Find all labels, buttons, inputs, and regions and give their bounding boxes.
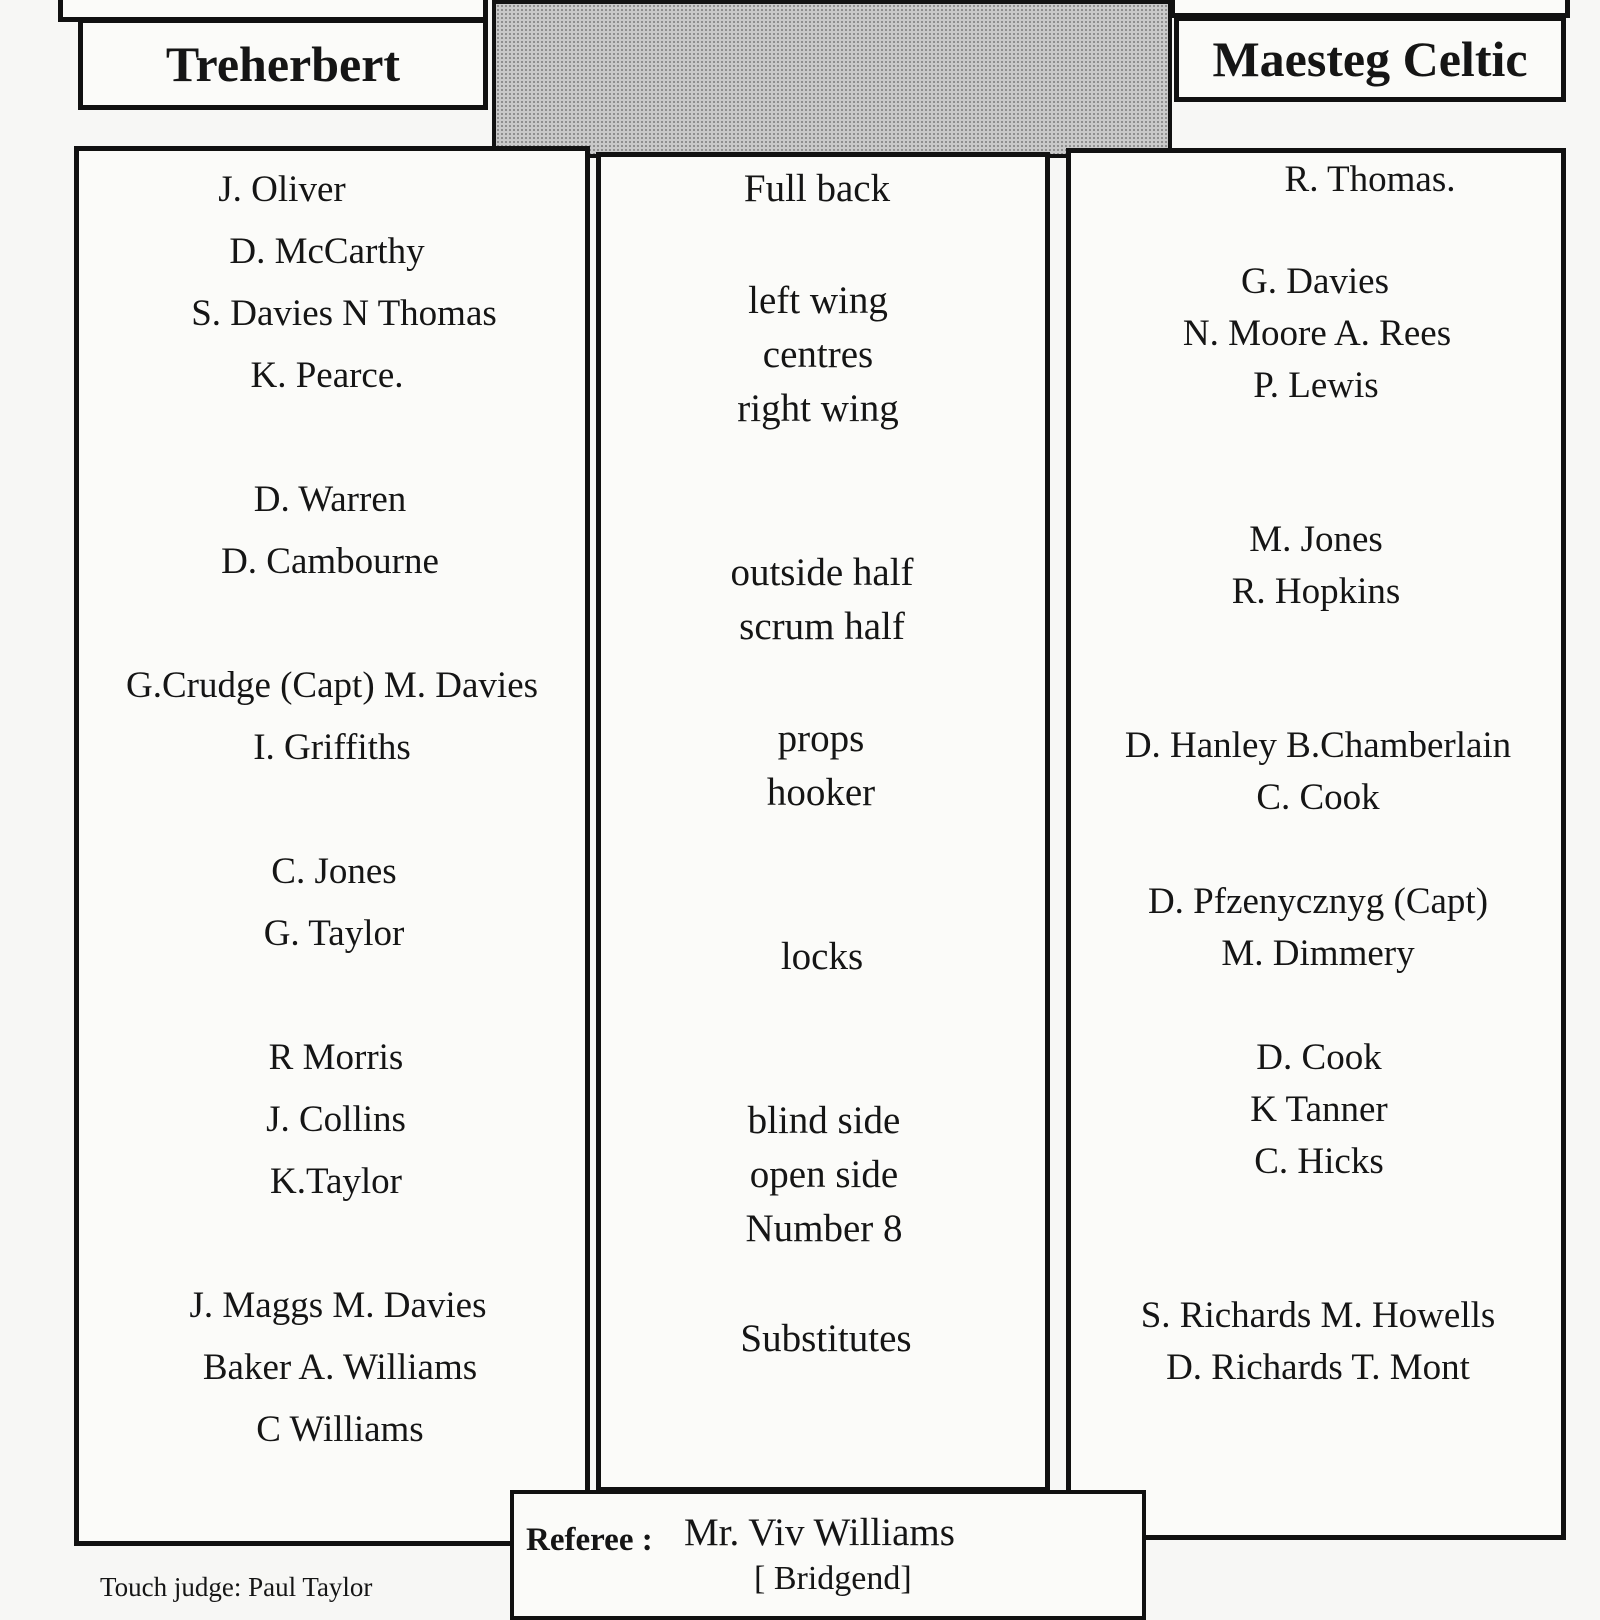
position-label: Number 8 (745, 1207, 903, 1250)
away-team-title: Maesteg Celtic (1212, 31, 1528, 87)
shaded-header-panel (492, 0, 1172, 158)
home-player-line: R Morris (268, 1037, 404, 1078)
home-player-line: D. Warren (253, 479, 407, 520)
away-player-line: G. Davies (1241, 261, 1389, 302)
position-label: right wing (737, 387, 899, 430)
home-player-line: J. Collins (266, 1099, 406, 1140)
position-label: scrum half (739, 605, 905, 648)
away-player-line: D. Hanley B.Chamberlain (1124, 725, 1512, 766)
referee-label: Referee : (526, 1522, 653, 1558)
away-player-line: M. Jones (1249, 519, 1383, 560)
away-team-title-box: Maesteg Celtic (1174, 16, 1566, 102)
position-label: blind side (747, 1099, 901, 1142)
away-player-line: K Tanner (1250, 1089, 1388, 1130)
home-player-line: D. McCarthy (229, 231, 425, 272)
position-label: locks (780, 935, 864, 978)
away-player-line: R. Hopkins (1231, 571, 1401, 612)
position-label: centres (762, 333, 874, 376)
referee-box: Referee : Mr. Viv Williams [ Bridgend] (510, 1490, 1146, 1620)
away-player-line: R. Thomas. (1284, 159, 1456, 200)
home-lineup-column (74, 146, 590, 1546)
position-label: Full back (743, 167, 891, 210)
home-player-line: C Williams (256, 1409, 424, 1450)
home-player-line: Baker A. Williams (202, 1347, 478, 1388)
away-player-line: D. Pfzenycznyg (Capt) (1147, 881, 1489, 922)
position-label: outside half (730, 551, 914, 594)
away-player-line: D. Cook (1256, 1037, 1382, 1078)
referee-club: [ Bridgend] (754, 1560, 912, 1597)
touch-judge: Touch judge: Paul Taylor (100, 1572, 373, 1602)
away-player-line: S. Richards M. Howells (1140, 1295, 1496, 1336)
home-player-line: I. Griffiths (253, 727, 411, 768)
home-player-line: C. Jones (271, 851, 397, 892)
home-player-line: G.Crudge (Capt) M. Davies (125, 665, 539, 706)
position-label: hooker (766, 771, 876, 814)
home-player-line: K. Pearce. (250, 355, 404, 396)
top-frame-right (1170, 0, 1570, 18)
away-player-line: C. Hicks (1254, 1141, 1384, 1182)
away-player-line: C. Cook (1256, 777, 1380, 818)
positions-column (596, 152, 1050, 1492)
home-player-line: J. Oliver (218, 169, 346, 210)
home-player-line: J. Maggs M. Davies (189, 1285, 487, 1326)
away-player-line: M. Dimmery (1221, 933, 1415, 974)
home-team-title-box: Treherbert (78, 18, 488, 110)
position-label: left wing (748, 279, 888, 322)
home-team-title: Treherbert (165, 36, 401, 92)
home-player-line: S. Davies N Thomas (191, 293, 497, 334)
position-label: props (777, 717, 865, 760)
away-player-line: P. Lewis (1253, 365, 1379, 406)
away-player-line: D. Richards T. Mont (1166, 1347, 1470, 1388)
home-player-line: K.Taylor (269, 1161, 403, 1202)
away-lineup-column (1066, 148, 1566, 1540)
home-player-line: G. Taylor (263, 913, 405, 954)
home-player-line: D. Cambourne (221, 541, 439, 582)
position-label: open side (749, 1153, 899, 1196)
away-player-line: N. Moore A. Rees (1182, 313, 1452, 354)
referee-name: Mr. Viv Williams (684, 1511, 955, 1554)
position-label: Substitutes (740, 1317, 912, 1360)
